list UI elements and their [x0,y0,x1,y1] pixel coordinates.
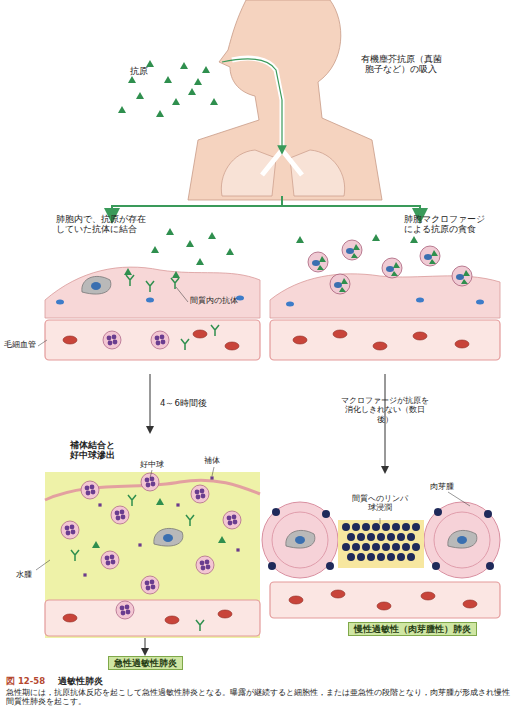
callout-label: 補体 [204,456,234,465]
callout-label: 間質へのリンパ球浸潤 [350,494,410,513]
inhalation-note: 有機塵芥抗原（真菌胞子など）の吸入 [360,54,442,74]
figure-title: 過敏性肺炎 [58,676,103,686]
box-text: 急性過敏性肺炎 [114,658,177,668]
callout-label: 水腫 [16,570,46,579]
result-box: 慢性過敏性（肉芽腫性）肺炎 [348,622,477,636]
figure-number: 図 12-58 [6,676,66,686]
antigen-label: 抗原 [130,66,160,77]
time-label: 4～6時間後 [160,398,230,408]
step-label: 補体結合と好中球滲出 [70,440,120,460]
callout-label: 毛細血管 [4,340,48,349]
time-label: マクロファージが抗原を消化しきれない（数日後） [338,396,432,424]
figure-caption: 急性期には，抗原抗体反応を起こして急性過敏性肺炎となる。曝露が継続すると細胞性，… [6,688,512,707]
step-label: 肺胞内で、抗原が存在していた抗体に結合 [56,214,146,234]
callout-label: 間質内の抗体 [190,296,256,305]
box-text: 慢性過敏性（肉芽腫性）肺炎 [354,624,471,634]
result-box: 急性過敏性肺炎 [108,656,183,670]
callout-label: 肉芽腫 [430,482,474,491]
callout-label: 好中球 [140,460,176,469]
step-label: 肺胞マクロファージによる抗原の貪食 [404,214,488,234]
